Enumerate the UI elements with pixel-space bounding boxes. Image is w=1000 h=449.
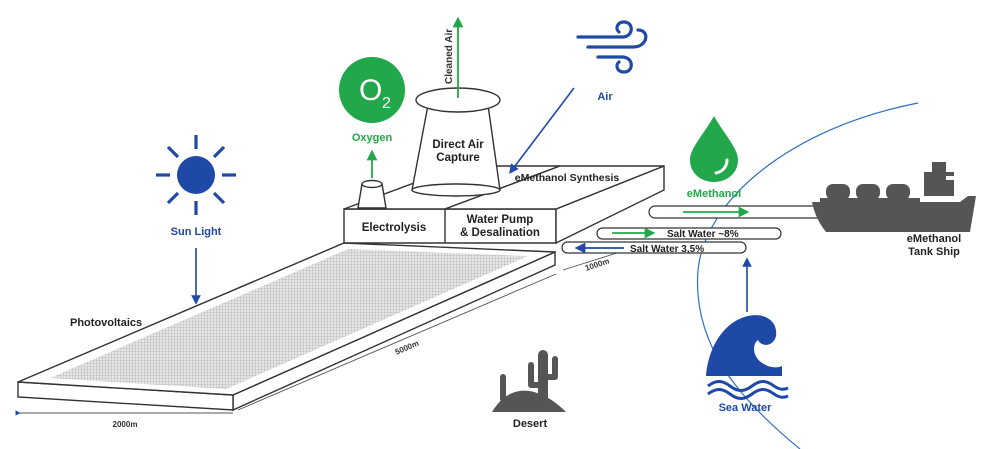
direct-air-capture-tower xyxy=(411,87,501,197)
dac-label-line1: Direct Air xyxy=(432,139,484,151)
desert-label: Desert xyxy=(513,418,548,430)
pipe-length-dimension-label: 1000m xyxy=(584,256,610,272)
photovoltaic-field xyxy=(17,242,556,412)
air-arrow xyxy=(509,87,575,174)
ship-icon xyxy=(812,162,976,232)
oxygen-symbol: O xyxy=(359,74,382,107)
width-dimension-label: 2000m xyxy=(113,420,138,429)
sea-water-label: Sea Water xyxy=(719,402,773,414)
ship-label-line1: eMethanol xyxy=(907,233,961,245)
dimension-lines xyxy=(15,251,621,416)
saltwater-in-label: Salt Water 3,5% xyxy=(630,244,704,255)
photovoltaics-label: Photovoltaics xyxy=(70,317,142,329)
emethanol-synthesis-label: eMethanol Synthesis xyxy=(515,172,620,184)
saltwater-out-label: Salt Water ~8% xyxy=(667,229,739,240)
electrolysis-label: Electrolysis xyxy=(362,222,427,234)
oxygen-icon xyxy=(339,57,405,123)
oxygen-subscript: 2 xyxy=(382,95,391,112)
water-pump-label-line2: & Desalination xyxy=(460,227,540,239)
ship-label-line2: Tank Ship xyxy=(908,246,960,258)
wave-icon xyxy=(706,315,789,400)
oxygen-label: Oxygen xyxy=(352,132,393,144)
water-pump-label-line1: Water Pump xyxy=(467,214,534,226)
sun-icon xyxy=(156,135,236,215)
cactus-icon xyxy=(492,350,566,412)
sun-light-label: Sun Light xyxy=(171,226,222,238)
pipes xyxy=(561,205,860,254)
wind-icon xyxy=(576,20,648,74)
dac-label-line2: Capture xyxy=(436,152,479,164)
air-label: Air xyxy=(597,91,613,103)
cleaned-air-label: Cleaned Air xyxy=(444,29,455,84)
droplet-icon xyxy=(690,116,738,182)
emethanol-label: eMethanol xyxy=(687,188,741,200)
electrolysis-stack xyxy=(357,179,387,209)
